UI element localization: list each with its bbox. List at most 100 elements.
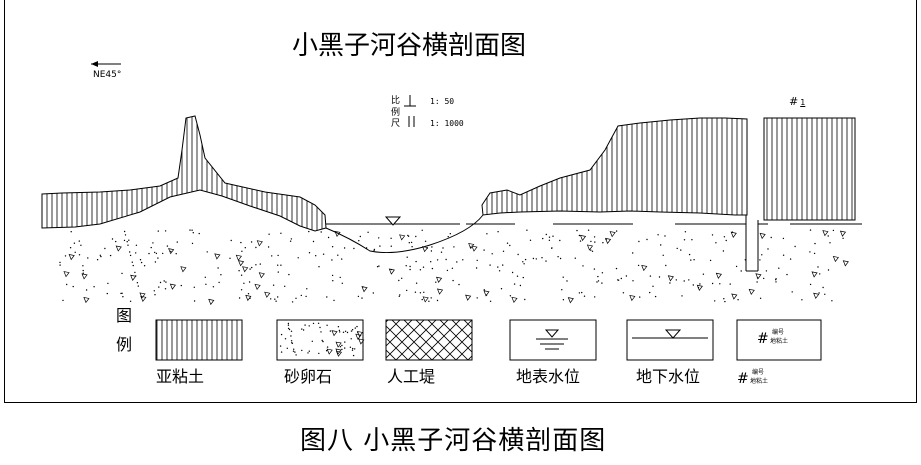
gravel-dot [662, 254, 664, 256]
gravel-pebble [168, 248, 175, 255]
gravel-dot [359, 235, 361, 238]
gravel-dot [143, 265, 146, 267]
gravel-dot [435, 281, 437, 283]
gravel-dot [562, 276, 564, 278]
gravel-dot [775, 281, 777, 283]
gravel-dot [601, 272, 604, 274]
gravel-dot [280, 232, 282, 234]
gravel-dot [711, 234, 714, 236]
gravel-dot [326, 296, 328, 298]
gravel-dot [121, 292, 123, 294]
gravel-dot [625, 275, 628, 277]
gravel-pebble [245, 294, 252, 302]
legend-well-number-text: 编号 [772, 329, 785, 336]
gravel-dot [163, 280, 165, 282]
gravel-pebble [759, 232, 766, 240]
gravel-dot [301, 328, 303, 330]
gravel-dot [822, 286, 824, 289]
gravel-pebble [81, 273, 88, 280]
gravel-dot [343, 247, 346, 249]
gravel-pebble [755, 273, 762, 280]
gravel-dot [632, 252, 634, 254]
legend-well-number-below: 编号 [752, 369, 765, 376]
gravel-dot [415, 282, 418, 284]
scale-label-char-3: 尺 [391, 119, 401, 129]
gravel-dot [353, 247, 355, 250]
gravel-dot [284, 285, 286, 287]
gravel-dot [517, 253, 519, 256]
legend-clay-swatch [155, 319, 243, 361]
gravel-dot [551, 247, 553, 249]
gravel-dot [719, 283, 721, 285]
gravel-dot [431, 246, 433, 248]
gravel-dot [238, 270, 240, 272]
gravel-dot [794, 245, 796, 248]
gravel-dot [436, 299, 439, 302]
gravel-dot [193, 286, 195, 288]
gravel-dot [311, 340, 313, 342]
gravel-dot [104, 247, 106, 250]
direction-arrow [91, 61, 121, 67]
gravel-dot [357, 295, 360, 298]
gravel-dot [398, 279, 400, 282]
gravel-dot [351, 349, 354, 351]
gravel-dot [578, 292, 581, 294]
gravel-dot [78, 240, 81, 242]
gravel-dot [615, 230, 618, 232]
gravel-dot [379, 245, 381, 247]
gravel-dot [339, 331, 341, 333]
gravel-dot [660, 244, 662, 246]
gravel-dot [295, 297, 297, 299]
legend-gravel-dots [279, 322, 365, 357]
gravel-dot [421, 229, 423, 231]
gravel-dot [665, 264, 667, 267]
gravel-dot [513, 283, 516, 285]
gravel-dot [378, 237, 380, 239]
gravel-dot [509, 244, 511, 247]
gravel-dot [87, 257, 89, 259]
gravel-dot [326, 324, 328, 326]
gravel-dot [191, 242, 194, 245]
gravel-dot [447, 236, 449, 238]
gravel-dot [590, 249, 592, 251]
well-marker-symbol: # [789, 95, 799, 108]
gravel-dot [506, 242, 509, 244]
gravel-dot [286, 347, 288, 349]
gravel-dot [593, 236, 596, 238]
gravel-dot [155, 252, 158, 255]
gravel-dot [422, 266, 425, 268]
gravel-dot [290, 238, 293, 240]
gravel-dot [134, 271, 136, 274]
gravel-dot [322, 340, 324, 343]
legend-label-clay: 亚粘土 [156, 367, 205, 386]
figure-frame [4, 0, 917, 403]
gravel-dot [646, 238, 648, 241]
gravel-pebble [730, 231, 737, 238]
gravel-dot [711, 282, 714, 285]
gravel-dot [107, 282, 109, 285]
gravel-dot [818, 292, 820, 294]
gravel-pebble [422, 246, 429, 253]
gravel-dot [452, 279, 454, 282]
gravel-dot [445, 258, 447, 261]
gravel-dot [153, 290, 155, 292]
gravel-dot [251, 266, 253, 269]
gravel-dot [351, 329, 354, 331]
gravel-dot [350, 338, 352, 340]
gravel-dot [590, 240, 592, 243]
gravel-dot [93, 286, 95, 288]
gravel-dot [649, 291, 651, 294]
gravel-pebble [242, 266, 249, 273]
gravel-dot [440, 251, 443, 253]
gravel-pebble [813, 292, 820, 299]
gravel-dot [80, 244, 82, 246]
gravel-dot [767, 248, 769, 250]
gravel-dot [291, 342, 294, 344]
gravel-dot [684, 231, 687, 233]
gravel-dot [526, 229, 528, 231]
gravel-dot [709, 259, 712, 262]
gravel-dot [99, 254, 102, 256]
left-clay-body [41, 115, 327, 232]
gravel-dot [763, 277, 765, 280]
